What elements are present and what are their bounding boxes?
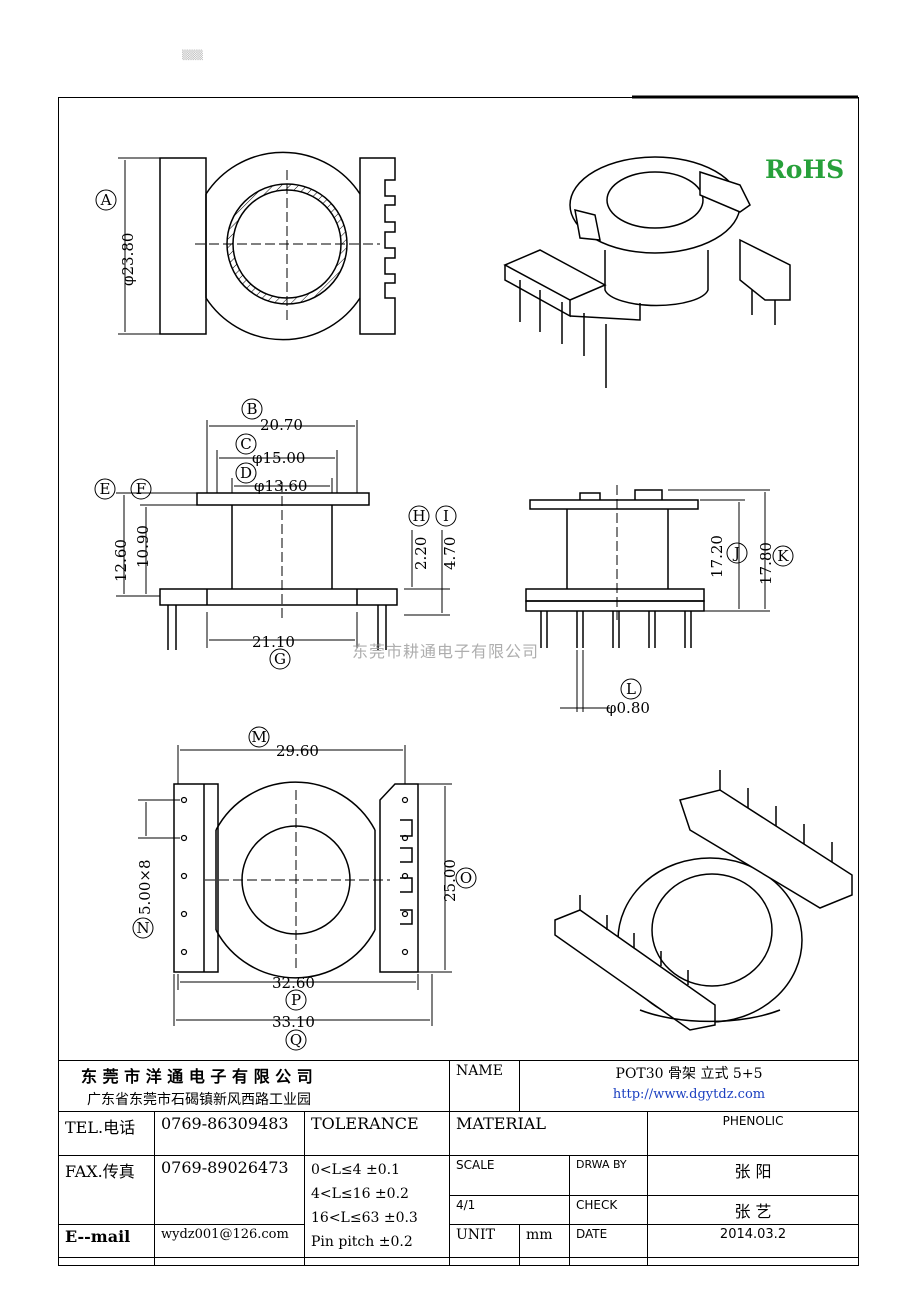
dim-i-value: 4.70 — [441, 537, 459, 570]
date-label: DATE — [569, 1224, 648, 1266]
dim-b-value: 20.70 — [260, 416, 303, 434]
dim-g-letter: G — [274, 650, 286, 668]
dim-j-letter: J — [732, 544, 740, 562]
dim-h-value: 2.20 — [412, 537, 430, 570]
drawn-by-label: DRWA BY — [569, 1155, 648, 1196]
company-cell: 东 莞 市 洋 通 电 子 有 限 公 司 广东省东莞市石碣镇新风西路工业园 — [58, 1060, 450, 1112]
company-address: 广东省东莞市石碣镇新风西路工业园 — [87, 1092, 311, 1108]
dim-o-balloon — [455, 867, 477, 889]
dim-p-letter: P — [291, 991, 301, 1009]
dim-f-letter: F — [136, 480, 146, 498]
dim-h-letter: H — [412, 507, 425, 525]
dim-p-value: 32.60 — [272, 974, 315, 992]
dim-k-balloon — [772, 545, 794, 567]
dim-b-letter: B — [246, 400, 257, 418]
material-value: PHENOLIC — [646, 1111, 860, 1156]
isometric-view-bottom — [554, 770, 853, 1031]
dim-d-value: φ13.60 — [254, 477, 307, 495]
drawn-by-value: 张 阳 — [646, 1155, 860, 1196]
rohs-mark: RoHS — [765, 155, 844, 184]
dim-h-balloon — [408, 505, 430, 527]
tel-value: 0769-86309483 — [154, 1111, 305, 1156]
dim-a-letter: A — [100, 191, 112, 209]
fax-label: FAX.传真 — [58, 1155, 155, 1225]
bottom-dim-lines — [138, 745, 452, 1026]
front-section-view — [159, 492, 398, 650]
dim-k-letter: K — [777, 547, 789, 565]
bottom-view-pin-holes — [180, 796, 409, 956]
dim-l-balloon — [620, 678, 642, 700]
dim-q-letter: Q — [290, 1031, 302, 1049]
email-label: E--mail — [58, 1224, 155, 1266]
dim-d-letter: D — [240, 464, 252, 482]
dim-b-balloon — [241, 398, 263, 420]
dim-m-value: 29.60 — [276, 742, 319, 760]
website-link[interactable]: http://www.dgytdz.com — [612, 1087, 766, 1102]
company-name: 东 莞 市 洋 通 电 子 有 限 公 司 — [81, 1067, 313, 1086]
tolerance-line: 4<L≤16 ±0.2 — [311, 1186, 409, 1202]
top-view — [159, 151, 396, 341]
dim-m-letter: M — [251, 728, 266, 746]
dim-l-value: φ0.80 — [606, 699, 650, 717]
dim-a-balloon — [95, 189, 117, 211]
dim-a-value: φ23.80 — [119, 233, 137, 286]
side-dim-lines — [560, 489, 770, 712]
dim-q-balloon — [285, 1029, 307, 1051]
tolerance-line: 0<L≤4 ±0.1 — [311, 1162, 401, 1178]
top-faint-mark: ▒▒▒ — [182, 49, 203, 61]
unit-label: UNIT — [449, 1224, 520, 1266]
dim-f-balloon — [130, 478, 152, 500]
dim-g-value: 21.10 — [252, 633, 295, 651]
dim-n-letter: N — [136, 919, 149, 937]
dim-i-letter: I — [443, 507, 449, 525]
dim-o-letter: O — [460, 869, 472, 887]
dim-q-value: 33.10 — [272, 1013, 315, 1031]
part-name: POT30 骨架 立式 5+5 — [615, 1066, 763, 1082]
material-label: MATERIAL — [449, 1111, 648, 1156]
dim-p-balloon — [285, 989, 307, 1011]
tolerance-line: 16<L≤63 ±0.3 — [311, 1210, 418, 1226]
title-block: 东 莞 市 洋 通 电 子 有 限 公 司 广东省东莞市石碣镇新风西路工业园 N… — [58, 1060, 860, 1266]
dim-o-value: 25.00 — [441, 859, 459, 902]
isometric-view-top — [503, 156, 791, 388]
dim-e-letter: E — [100, 480, 111, 498]
dim-m-balloon — [248, 726, 270, 748]
dim-k-value: 17.80 — [757, 542, 775, 585]
dim-j-value: 17.20 — [708, 535, 726, 578]
dim-e-balloon — [94, 478, 116, 500]
check-value: 张 艺 — [646, 1195, 860, 1225]
scale-label: SCALE — [449, 1155, 570, 1196]
tel-label: TEL.电话 — [58, 1111, 155, 1156]
dim-c-value: φ15.00 — [252, 449, 305, 467]
dim-g-balloon — [269, 648, 291, 670]
tolerance-line: Pin pitch ±0.2 — [311, 1234, 413, 1250]
watermark: 东莞市耕通电子有限公司 — [352, 642, 539, 661]
dim-l-letter: L — [626, 680, 636, 698]
dim-c-balloon — [235, 433, 257, 455]
name-label: NAME — [449, 1060, 520, 1112]
dim-c-letter: C — [240, 435, 251, 453]
dim-d-balloon — [235, 462, 257, 484]
check-label: CHECK — [569, 1195, 648, 1225]
email-value[interactable]: wydz001@126.com — [154, 1224, 305, 1266]
dim-j-balloon — [726, 542, 748, 564]
scale-value: 4/1 — [449, 1195, 570, 1225]
name-cell: POT30 骨架 立式 5+5 http://www.dgytdz.com — [518, 1060, 860, 1112]
dim-f-value: 10.90 — [134, 525, 152, 568]
front-dim-lines — [116, 420, 450, 648]
tolerance-values: 0<L≤4 ±0.1 4<L≤16 ±0.2 16<L≤63 ±0.3 Pin … — [304, 1155, 450, 1266]
dim-i-balloon — [435, 505, 457, 527]
dim-n-value: 5.00×8 — [136, 859, 154, 915]
fax-value: 0769-89026473 — [154, 1155, 305, 1225]
date-value: 2014.03.2 — [646, 1224, 860, 1266]
dim-n-balloon — [132, 917, 154, 939]
unit-value: mm — [519, 1224, 570, 1266]
top-view-centerlines — [195, 170, 380, 320]
dim-e-value: 12.60 — [112, 539, 130, 582]
bottom-view-centerlines — [205, 790, 390, 970]
side-section-view — [525, 489, 705, 648]
tolerance-label: TOLERANCE — [304, 1111, 450, 1156]
dim-a-lines — [118, 157, 160, 335]
